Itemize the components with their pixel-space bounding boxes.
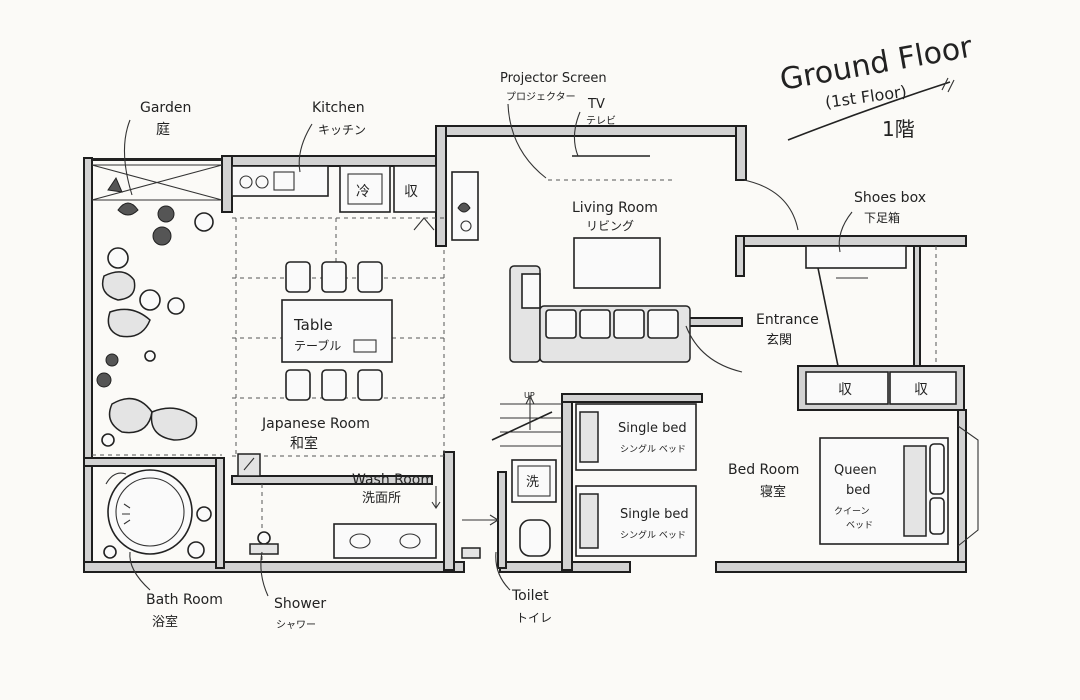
wash-label-jp: 洗面所 [362, 491, 401, 506]
kitchen-label-en: Kitchen [312, 100, 365, 116]
title-block: Ground Floor (1st Floor) 1階 [777, 30, 975, 141]
kitchen-sink-corner [237, 453, 261, 477]
toilet-label-jp: トイレ [516, 611, 552, 625]
table-label-jp: テーブル [294, 338, 341, 353]
wash-label-en: Wash Room [352, 472, 434, 488]
japanese-label-en: Japanese Room [261, 416, 370, 432]
wash-basin [333, 523, 437, 559]
kitchen-label-jp: キッチン [318, 123, 366, 137]
storage-1-mark: 収 [838, 382, 852, 398]
washer-mark: 洗 [526, 475, 539, 490]
queen-label-jp2: ベッド [846, 521, 873, 531]
entrance-label-jp: 玄関 [766, 333, 792, 348]
bath-label-jp: 浴室 [152, 614, 178, 630]
entrance-label-en: Entrance [756, 312, 819, 328]
projector-label-jp: プロジェクター [506, 91, 576, 103]
projector-label-en: Projector Screen [500, 71, 607, 86]
kitchen-area: 冷 収 Kitchen キッチン [231, 100, 479, 241]
shower-head [257, 531, 271, 545]
shower-label: Shower シャワー [260, 551, 326, 631]
tv-label: TV テレビ [573, 97, 616, 157]
queen-bed [819, 437, 949, 545]
fridge-mark: 冷 [356, 184, 370, 200]
bed2-label-jp: シングル ベッド [620, 529, 686, 541]
garden-area: Garden 庭 [91, 100, 223, 456]
shoes-label: Shoes box 下足箱 [838, 190, 926, 253]
queen-label-jp: クイーン [834, 506, 870, 517]
bath-label-en: Bath Room [146, 592, 223, 608]
title-jp: 1階 [882, 117, 915, 141]
bedroom: Single bed シングル ベッド Single bed シングル ベッド … [575, 403, 979, 557]
wash-area: 洗 Wash Room 洗面所 [237, 453, 557, 559]
shower-label-en: Shower [274, 596, 326, 612]
table-label-en: Table [293, 316, 333, 334]
living-label-jp: リビング [586, 219, 634, 233]
bath-tub [107, 469, 193, 555]
kitchen-storage-mark: 収 [404, 184, 418, 200]
projector-label: Projector Screen プロジェクター [500, 71, 607, 179]
queen-label-en: Queen [834, 463, 877, 478]
stairs-up-mark: UP [524, 391, 535, 400]
kitchen-storage [393, 165, 437, 213]
washer [511, 459, 557, 503]
coffee-table [573, 237, 661, 289]
stairs: UP [462, 391, 562, 526]
shoes-box [805, 245, 907, 269]
title-tick [941, 77, 955, 93]
shower-label-jp: シャワー [276, 620, 316, 631]
bed2-label-en: Single bed [620, 507, 689, 522]
garden-label-jp: 庭 [156, 121, 170, 138]
bath-area: Bath Room 浴室 Shower シャワー [103, 469, 326, 631]
storage-1 [805, 371, 889, 405]
shoes-label-en: Shoes box [854, 190, 926, 206]
shoes-label-jp: 下足箱 [864, 210, 900, 225]
bed1-label-en: Single bed [618, 421, 687, 436]
tv-label-en: TV [587, 97, 605, 112]
storage-2 [889, 371, 957, 405]
title-underline [787, 81, 951, 141]
living-label-en: Living Room [572, 200, 658, 216]
garden-label: Garden 庭 [123, 100, 191, 196]
toilet-label: Toilet トイレ [495, 551, 552, 625]
toilet-bowl [519, 519, 551, 557]
toilet-label-en: Toilet [511, 588, 549, 604]
bath-label: Bath Room 浴室 [129, 551, 223, 630]
bedroom-label-jp: 寝室 [760, 484, 786, 500]
storage-2-mark: 収 [914, 382, 928, 398]
entrance-area: Entrance 玄関 Shoes box 下足箱 収 収 [756, 190, 957, 405]
living-room: Living Room リビング Projector Screen プロジェクタ… [500, 71, 799, 373]
japanese-room: Table テーブル Japanese Room 和室 [232, 217, 445, 457]
garden-label-en: Garden [140, 100, 191, 116]
japanese-label-jp: 和室 [290, 435, 318, 452]
queen-label-en2: bed [846, 483, 871, 498]
kitchen-label: Kitchen キッチン [298, 100, 366, 173]
bedroom-label-en: Bed Room [728, 462, 799, 478]
bed1-label-jp: シングル ベッド [620, 443, 686, 455]
tv-label-jp: テレビ [586, 115, 616, 127]
